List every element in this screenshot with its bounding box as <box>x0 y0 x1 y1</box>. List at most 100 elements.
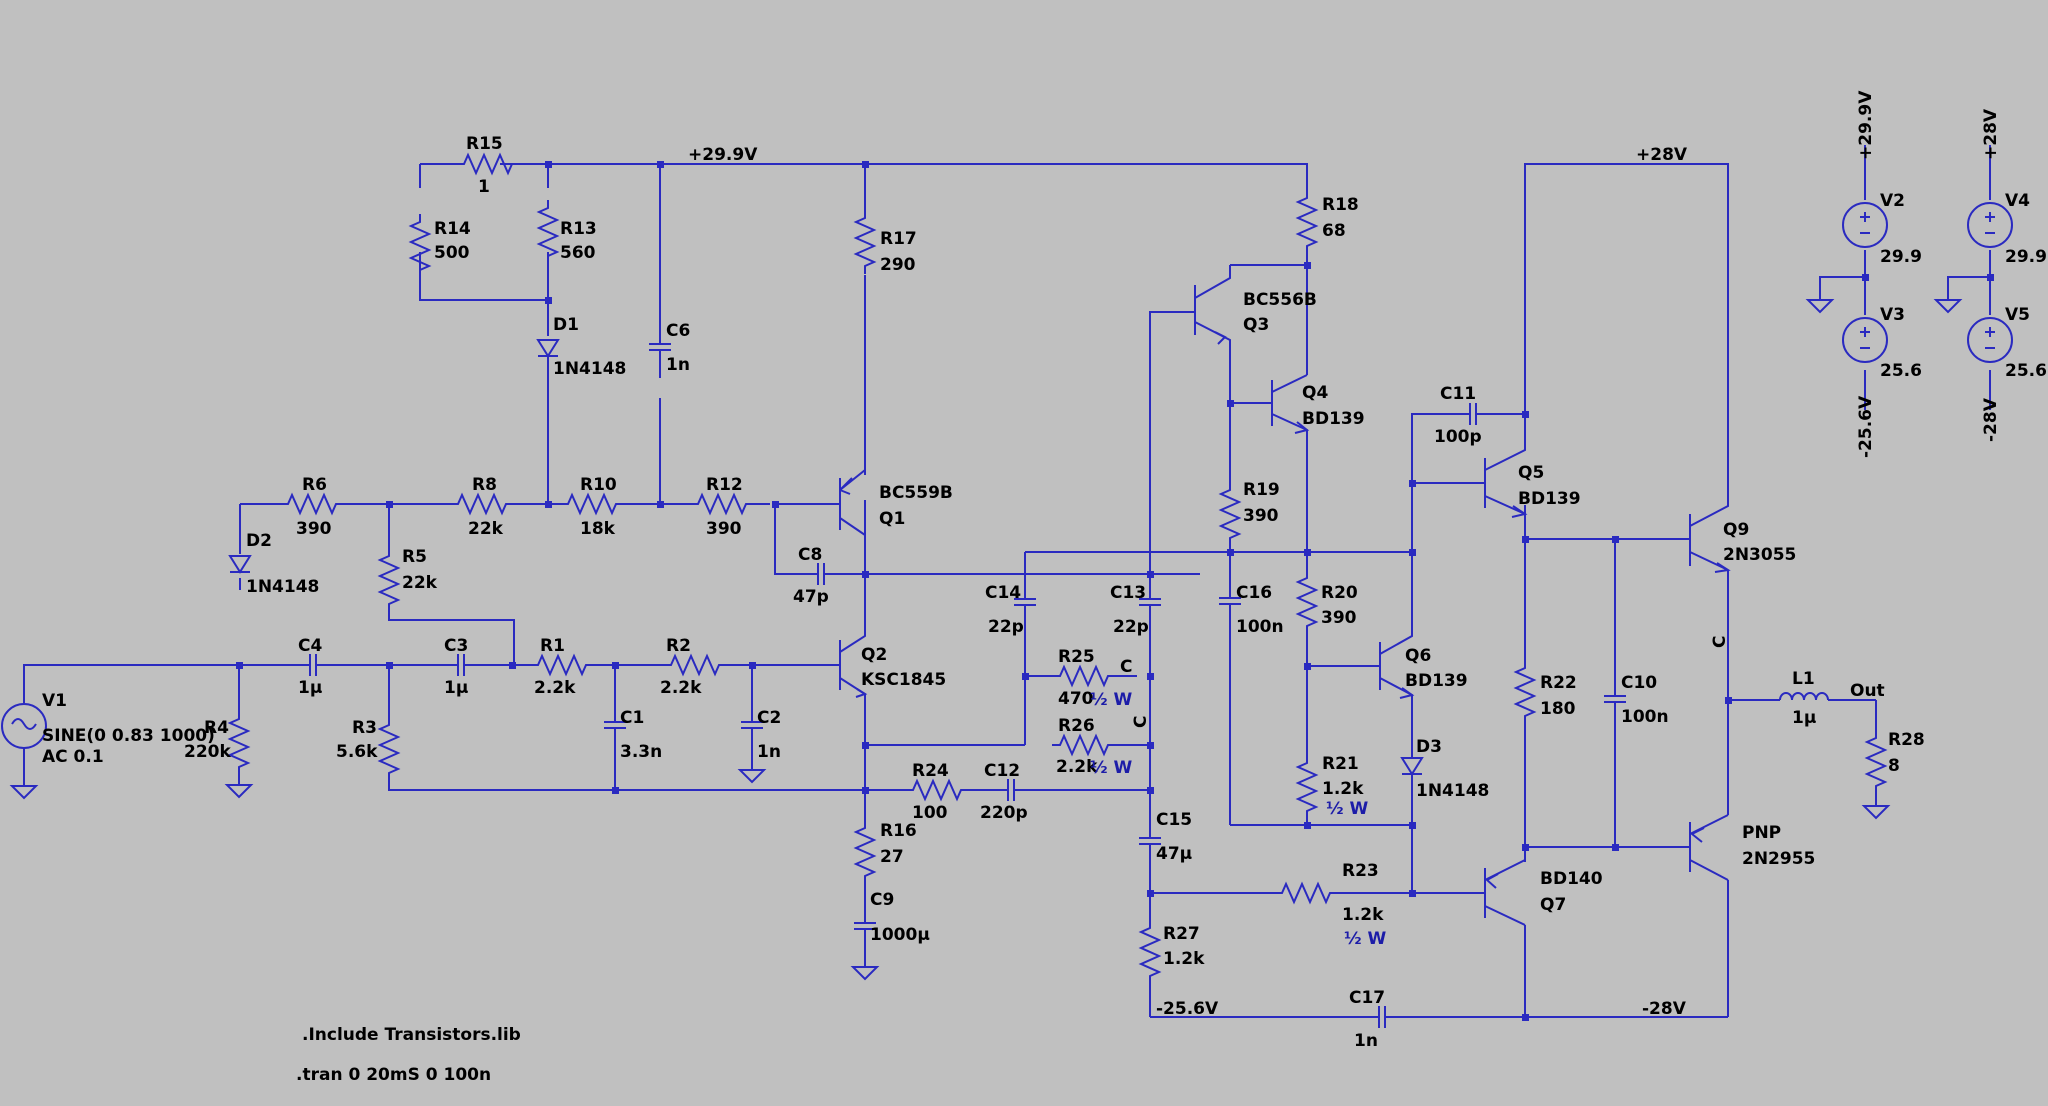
c13-ref: C13 <box>1110 583 1146 603</box>
net-label-c-b: C <box>1131 716 1151 728</box>
c4-value: 1µ <box>298 678 322 698</box>
r24-value: 100 <box>912 803 948 823</box>
r20-value: 390 <box>1321 608 1357 628</box>
r2-value: 2.2k <box>660 678 702 698</box>
v4-net-label: +28V <box>1981 108 2001 160</box>
q7-ref: Q7 <box>1540 895 1566 915</box>
r21-value: 1.2k <box>1322 779 1364 799</box>
r1-value: 2.2k <box>534 678 576 698</box>
r25-ref: R25 <box>1058 647 1095 667</box>
r19-ref: R19 <box>1243 480 1280 500</box>
d1-ref: D1 <box>553 315 579 335</box>
r22-value: 180 <box>1540 699 1576 719</box>
r15-value: 1 <box>478 177 490 197</box>
v4-ref: V4 <box>2005 191 2030 211</box>
v1-ref: V1 <box>42 691 67 711</box>
v3-value: 25.6 <box>1880 361 1922 381</box>
r16-value: 27 <box>880 847 904 867</box>
q1-ref: Q1 <box>879 509 905 529</box>
r23-ref: R23 <box>1342 861 1379 881</box>
net-label-c-a: C <box>1120 657 1132 677</box>
r27-ref: R27 <box>1163 924 1200 944</box>
r10-ref: R10 <box>580 475 617 495</box>
d3-value: 1N4148 <box>1416 781 1489 801</box>
r26-ref: R26 <box>1058 716 1095 736</box>
r4-ref: R4 <box>204 718 229 738</box>
d1-value: 1N4148 <box>553 359 626 379</box>
l1-ref: L1 <box>1792 669 1815 689</box>
q2-value: KSC1845 <box>861 670 946 690</box>
r13-value: 560 <box>560 243 596 263</box>
wires <box>23 145 1991 1018</box>
r25-power: ½ W <box>1090 690 1133 710</box>
c2-value: 1n <box>757 742 781 762</box>
r20-ref: R20 <box>1321 583 1358 603</box>
r8-ref: R8 <box>472 475 497 495</box>
c6-value: 1n <box>666 355 690 375</box>
r5-value: 22k <box>402 573 438 593</box>
include-directive[interactable]: .Include Transistors.lib <box>302 1025 521 1045</box>
r3-ref: R3 <box>352 718 377 738</box>
r4-value: 220k <box>184 742 231 762</box>
r25-value: 470 <box>1058 689 1094 709</box>
symbols <box>1 154 2013 1029</box>
d2-value: 1N4148 <box>246 577 319 597</box>
r3-value: 5.6k <box>336 742 378 762</box>
c13-value: 22p <box>1113 617 1149 637</box>
q3-ref: Q3 <box>1243 315 1269 335</box>
r10-value: 18k <box>580 519 616 539</box>
r17-value: 290 <box>880 255 916 275</box>
q5-ref: Q5 <box>1518 463 1544 483</box>
r1-ref: R1 <box>540 636 565 656</box>
r14-ref: R14 <box>434 219 471 239</box>
net-label-c-c: C <box>1710 636 1730 648</box>
net-label-vee-preamp: -25.6V <box>1156 999 1219 1019</box>
q9-ref: Q9 <box>1723 520 1749 540</box>
net-label-vcc-out: +28V <box>1636 145 1688 165</box>
r28-value: 8 <box>1888 756 1900 776</box>
r26-power: ½ W <box>1090 758 1133 778</box>
v3-net-label: -25.6V <box>1856 395 1876 458</box>
r12-ref: R12 <box>706 475 743 495</box>
l1-value: 1µ <box>1792 708 1816 728</box>
c4-ref: C4 <box>298 636 322 656</box>
v5-value: 25.6 <box>2005 361 2047 381</box>
r22-ref: R22 <box>1540 673 1577 693</box>
c10-ref: C10 <box>1621 673 1657 693</box>
net-label-vee-out: -28V <box>1642 999 1687 1019</box>
v1-value: SINE(0 0.83 1000) <box>42 726 215 746</box>
junctions <box>236 161 1994 1021</box>
c14-ref: C14 <box>985 583 1021 603</box>
c16-value: 100n <box>1236 617 1284 637</box>
net-label-vcc-preamp: +29.9V <box>688 145 758 165</box>
q6-ref: Q6 <box>1405 646 1431 666</box>
r28-ref: R28 <box>1888 730 1925 750</box>
labels: +29.9V +28V -25.6V -28V Out C C C R15 1 … <box>42 90 2047 1085</box>
q9-value: 2N3055 <box>1723 545 1796 565</box>
r6-ref: R6 <box>302 475 327 495</box>
v4-value: 29.9 <box>2005 247 2047 267</box>
r6-value: 390 <box>296 519 332 539</box>
r18-ref: R18 <box>1322 195 1359 215</box>
v5-net-label: -28V <box>1981 397 2001 442</box>
c9-value: 1000µ <box>870 925 930 945</box>
r26-value: 2.2k <box>1056 757 1098 777</box>
c15-ref: C15 <box>1156 810 1192 830</box>
c11-ref: C11 <box>1440 384 1476 404</box>
q6-value: BD139 <box>1405 671 1468 691</box>
q1-value: BC559B <box>879 483 953 503</box>
c17-ref: C17 <box>1349 988 1385 1008</box>
v1-ac: AC 0.1 <box>42 747 104 767</box>
r5-ref: R5 <box>402 547 427 567</box>
q7-value: BD140 <box>1540 869 1603 889</box>
c3-value: 1µ <box>444 678 468 698</box>
c9-ref: C9 <box>870 890 894 910</box>
c6-ref: C6 <box>666 321 690 341</box>
d2-ref: D2 <box>246 531 272 551</box>
r23-power: ½ W <box>1344 929 1387 949</box>
v5-ref: V5 <box>2005 305 2030 325</box>
v2-value: 29.9 <box>1880 247 1922 267</box>
tran-directive[interactable]: .tran 0 20mS 0 100n <box>296 1065 491 1085</box>
v2-ref: V2 <box>1880 191 1905 211</box>
